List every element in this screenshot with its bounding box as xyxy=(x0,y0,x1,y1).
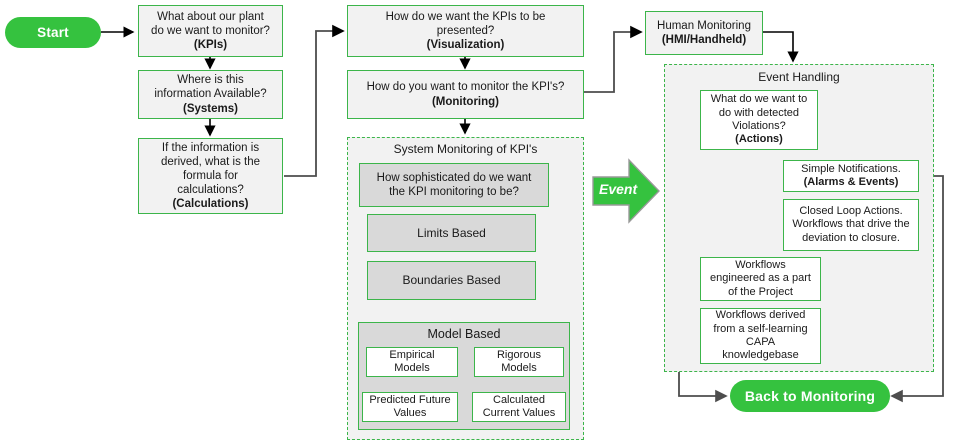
edge-calculations-to-visualization xyxy=(284,24,345,177)
node-limits-based[interactable]: Limits Based xyxy=(367,214,536,252)
node-closed-loop-actions[interactable]: Closed Loop Actions. Workflows that driv… xyxy=(783,199,919,251)
node-calculations-line4: calculations? xyxy=(177,184,244,197)
node-workflows-derived-line4: knowledgebase xyxy=(722,349,799,362)
node-workflows-derived[interactable]: Workflows derived from a self-learning C… xyxy=(700,308,821,364)
node-simple-notifications-bold: (Alarms & Events) xyxy=(803,176,899,188)
node-systems-line1: Where is this xyxy=(177,74,244,87)
node-calculations-line2: derived, what is the xyxy=(160,155,261,168)
node-rigorous-models-line1: Rigorous Models xyxy=(496,348,542,374)
node-visualization-bold: (Visualization) xyxy=(426,39,505,51)
node-boundaries-based[interactable]: Boundaries Based xyxy=(367,261,536,300)
node-calculated-current-values-line2: Current Values xyxy=(482,407,556,419)
back-to-monitoring-label: Back to Monitoring xyxy=(744,388,876,404)
event-arrow-shape xyxy=(592,158,660,224)
node-closed-loop-actions-line2: Workflows that drive the xyxy=(792,218,910,231)
event-arrow: Event xyxy=(591,157,661,225)
node-empirical-models[interactable]: Empirical Models xyxy=(366,347,458,377)
node-monitoring[interactable]: How do you want to monitor the KPI's? (M… xyxy=(347,70,584,119)
node-monitoring-bold: (Monitoring) xyxy=(431,95,500,108)
group-model-based-title: Model Based xyxy=(427,327,501,341)
node-actions[interactable]: What do we want to do with detected Viol… xyxy=(700,90,818,150)
node-empirical-models-line2: Models xyxy=(394,362,430,374)
node-systems-line2: information Available? xyxy=(154,88,267,101)
node-systems-bold: (Systems) xyxy=(183,102,238,115)
node-empirical-models-line1: Empirical xyxy=(389,348,435,361)
node-calculations-line1: If the information is xyxy=(161,141,260,154)
node-limits-based-label: Limits Based xyxy=(417,225,486,240)
node-human-monitoring-bold: (HMI/Handheld) xyxy=(661,34,747,46)
node-sophistication-question[interactable]: How sophisticated do we want the KPI mon… xyxy=(359,163,549,207)
node-predicted-future-values[interactable]: Predicted Future Values xyxy=(362,392,458,422)
node-workflows-engineered[interactable]: Workflows engineered as a part of the Pr… xyxy=(700,257,821,301)
node-sophistication-line2: the KPI monitoring to be? xyxy=(389,186,519,198)
node-actions-line3: Violations? xyxy=(732,120,786,132)
node-boundaries-based-label: Boundaries Based xyxy=(402,273,501,288)
node-actions-bold: (Actions) xyxy=(735,133,783,146)
node-workflows-engineered-line3: of the Project xyxy=(728,285,793,298)
node-predicted-future-values-line2: Values xyxy=(393,407,427,419)
node-human-monitoring-line1: Human Monitoring xyxy=(657,19,751,32)
node-kpis[interactable]: What about our plant do we want to monit… xyxy=(138,5,283,57)
node-simple-notifications-line1: Simple Notifications. xyxy=(801,162,901,175)
node-workflows-engineered-line2: engineered as a part xyxy=(710,272,811,285)
event-arrow-label: Event xyxy=(599,181,638,197)
node-kpis-line1: What about our plant xyxy=(157,10,264,23)
node-predicted-future-values-line1: Predicted Future xyxy=(369,393,451,406)
node-visualization[interactable]: How do we want the KPIs to be presented?… xyxy=(347,5,584,57)
node-kpis-bold: (KPIs) xyxy=(193,39,228,51)
node-workflows-derived-line3: CAPA xyxy=(745,336,776,348)
node-simple-notifications[interactable]: Simple Notifications. (Alarms & Events) xyxy=(783,160,919,192)
start-label: Start xyxy=(37,25,69,40)
node-calculated-current-values[interactable]: Calculated Current Values xyxy=(472,392,566,422)
group-event-handling-title: Event Handling xyxy=(758,70,840,84)
node-closed-loop-actions-line3: deviation to closure. xyxy=(802,231,900,244)
node-calculated-current-values-line1: Calculated xyxy=(493,393,545,406)
node-workflows-engineered-line1: Workflows xyxy=(735,258,786,271)
node-calculations-line3: formula for xyxy=(183,170,238,182)
group-system-monitoring-title: System Monitoring of KPI's xyxy=(393,142,538,156)
node-rigorous-models[interactable]: Rigorous Models xyxy=(474,347,564,377)
node-actions-line1: What do we want to xyxy=(710,93,808,106)
node-kpis-line2: do we want to monitor? xyxy=(151,24,270,37)
node-calculations[interactable]: If the information is derived, what is t… xyxy=(138,138,283,214)
node-closed-loop-actions-line1: Closed Loop Actions. xyxy=(799,204,903,217)
start-node[interactable]: Start xyxy=(5,17,101,48)
back-to-monitoring-node[interactable]: Back to Monitoring xyxy=(730,380,890,412)
edge-monitoring-to-human-monitoring xyxy=(584,25,643,93)
node-sophistication-line1: How sophisticated do we want xyxy=(376,171,532,184)
node-visualization-line2: presented? xyxy=(436,24,495,37)
node-actions-line2: do with detected xyxy=(718,106,800,119)
node-visualization-line1: How do we want the KPIs to be xyxy=(385,10,546,23)
node-systems[interactable]: Where is this information Available? (Sy… xyxy=(138,70,283,119)
node-human-monitoring[interactable]: Human Monitoring (HMI/Handheld) xyxy=(645,11,763,55)
node-workflows-derived-line2: from a self-learning xyxy=(713,322,808,335)
node-monitoring-line1: How do you want to monitor the KPI's? xyxy=(366,81,565,94)
node-calculations-bold: (Calculations) xyxy=(172,198,249,211)
node-workflows-derived-line1: Workflows derived xyxy=(715,309,806,322)
edge-human-monitoring-to-event-handling xyxy=(763,31,799,63)
